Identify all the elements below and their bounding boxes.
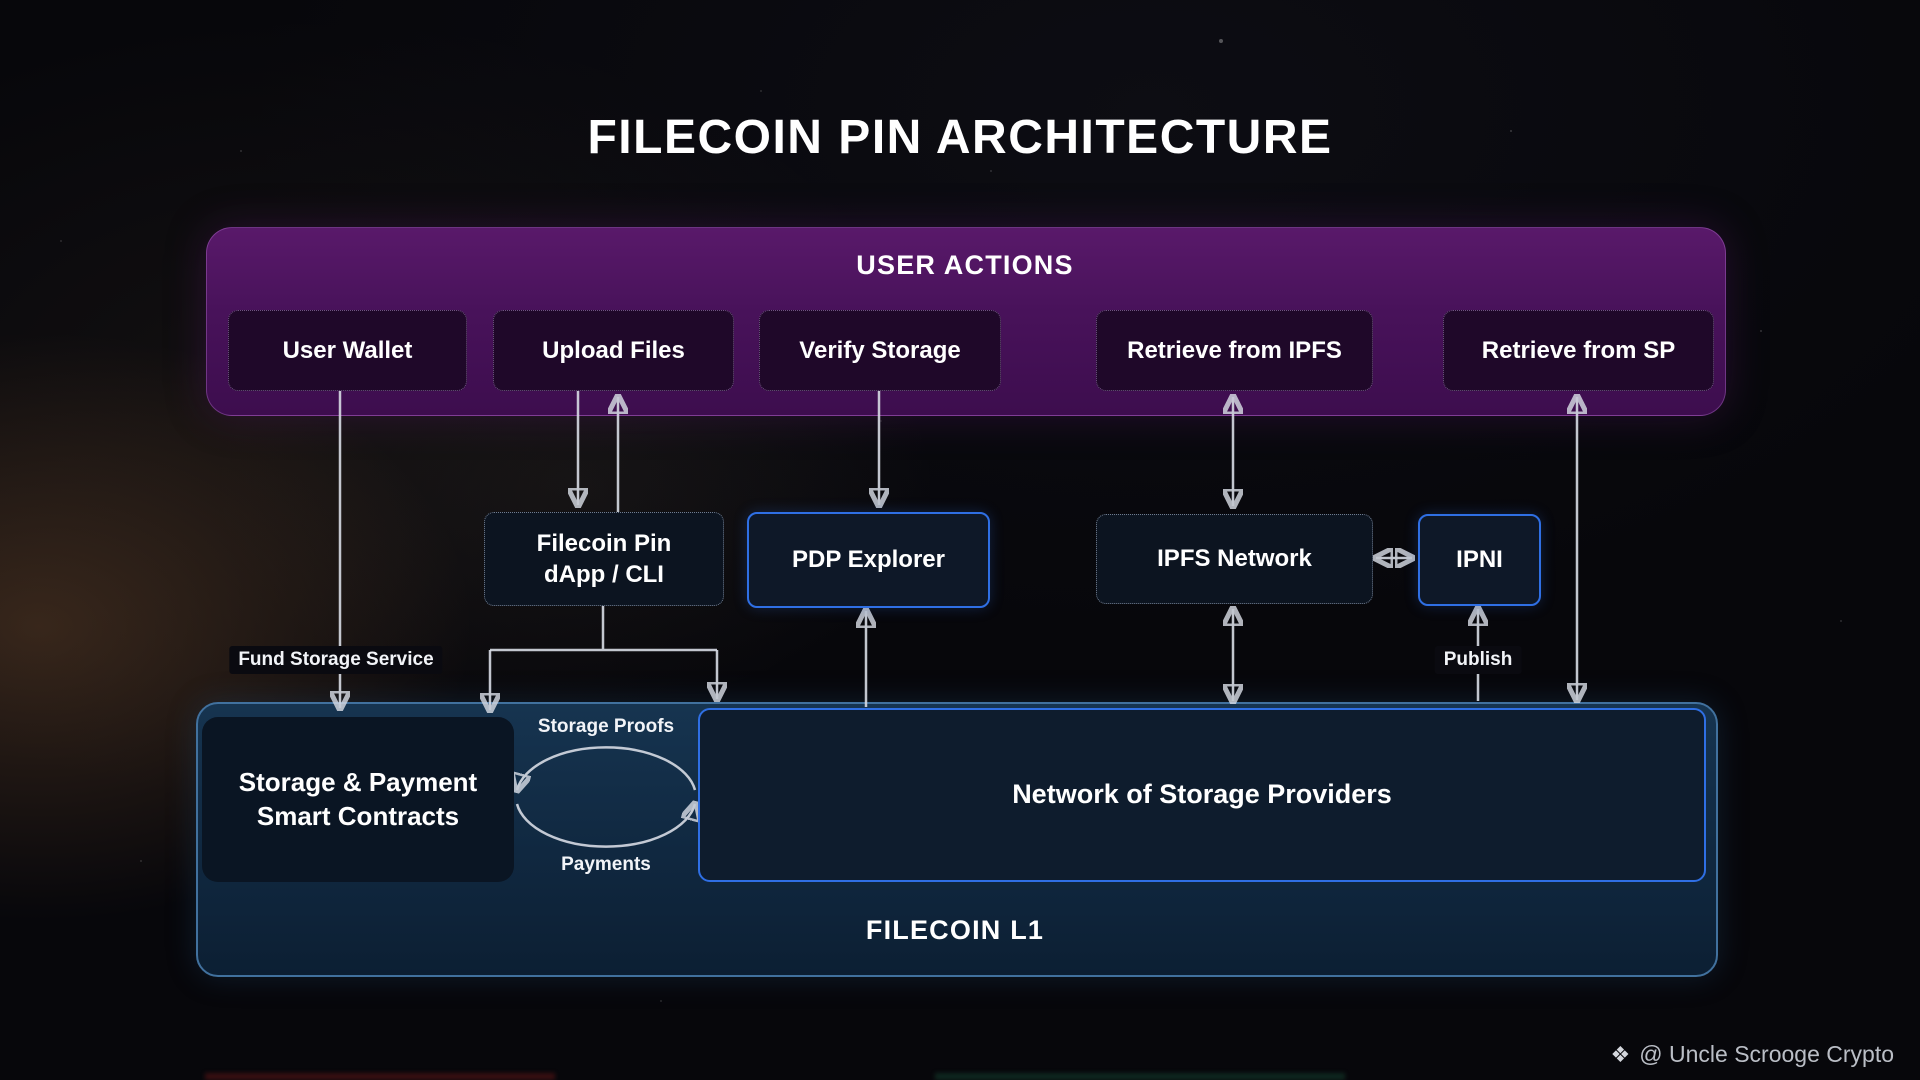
edge-label-storage-proofs: Storage Proofs: [537, 716, 675, 737]
node-pdp-explorer: PDP Explorer: [747, 512, 990, 608]
watermark: ❖ @ Uncle Scrooge Crypto: [1611, 1041, 1894, 1068]
node-retrieve-from-ipfs-label: Retrieve from IPFS: [1127, 336, 1342, 364]
node-user-wallet: User Wallet: [228, 310, 467, 391]
contracts-label-line1: Storage & Payment: [238, 766, 478, 797]
contracts-label-line2: Smart Contracts: [256, 800, 460, 831]
dapp-label-line1: Filecoin Pin: [536, 529, 672, 557]
star-field: [0, 0, 2, 2]
edge-label-publish: Publish: [1434, 646, 1522, 674]
diamond-logo-icon: ❖: [1610, 1041, 1631, 1067]
edge-label-fund-storage-service: Fund Storage Service: [229, 646, 443, 674]
node-retrieve-from-sp: Retrieve from SP: [1443, 310, 1714, 391]
watermark-text: @ Uncle Scrooge Crypto: [1639, 1041, 1894, 1067]
node-storage-payment-smart-contracts: Storage & Payment Smart Contracts: [202, 717, 514, 882]
bottom-artifact-green: [935, 1073, 1345, 1080]
node-upload-files: Upload Files: [493, 310, 734, 391]
storage-providers-label: Network of Storage Providers: [1012, 779, 1392, 810]
node-ipfs-network: IPFS Network: [1096, 514, 1373, 604]
node-verify-storage: Verify Storage: [759, 310, 1001, 391]
node-upload-files-label: Upload Files: [542, 336, 685, 364]
bottom-artifact-red: [205, 1073, 555, 1080]
node-network-of-storage-providers: Network of Storage Providers: [698, 708, 1706, 882]
node-retrieve-from-sp-label: Retrieve from SP: [1481, 336, 1676, 364]
node-retrieve-from-ipfs: Retrieve from IPFS: [1096, 310, 1373, 391]
filecoin-l1-label: FILECOIN L1: [865, 915, 1045, 945]
node-verify-storage-label: Verify Storage: [799, 336, 961, 364]
dapp-label-line2: dApp / CLI: [544, 561, 664, 588]
node-user-wallet-label: User Wallet: [282, 336, 413, 364]
user-actions-title: USER ACTIONS: [856, 250, 1074, 280]
pdp-explorer-label: PDP Explorer: [792, 546, 945, 574]
page-title: FILECOIN PIN ARCHITECTURE: [587, 111, 1333, 164]
edge-label-payments: Payments: [561, 854, 651, 875]
connector-dapp-branch: [490, 604, 717, 652]
ipfs-network-label: IPFS Network: [1157, 545, 1312, 573]
ipni-label: IPNI: [1456, 546, 1503, 574]
node-ipni: IPNI: [1418, 514, 1541, 606]
node-filecoin-pin-dapp-cli: Filecoin Pin dApp / CLI: [484, 512, 724, 606]
